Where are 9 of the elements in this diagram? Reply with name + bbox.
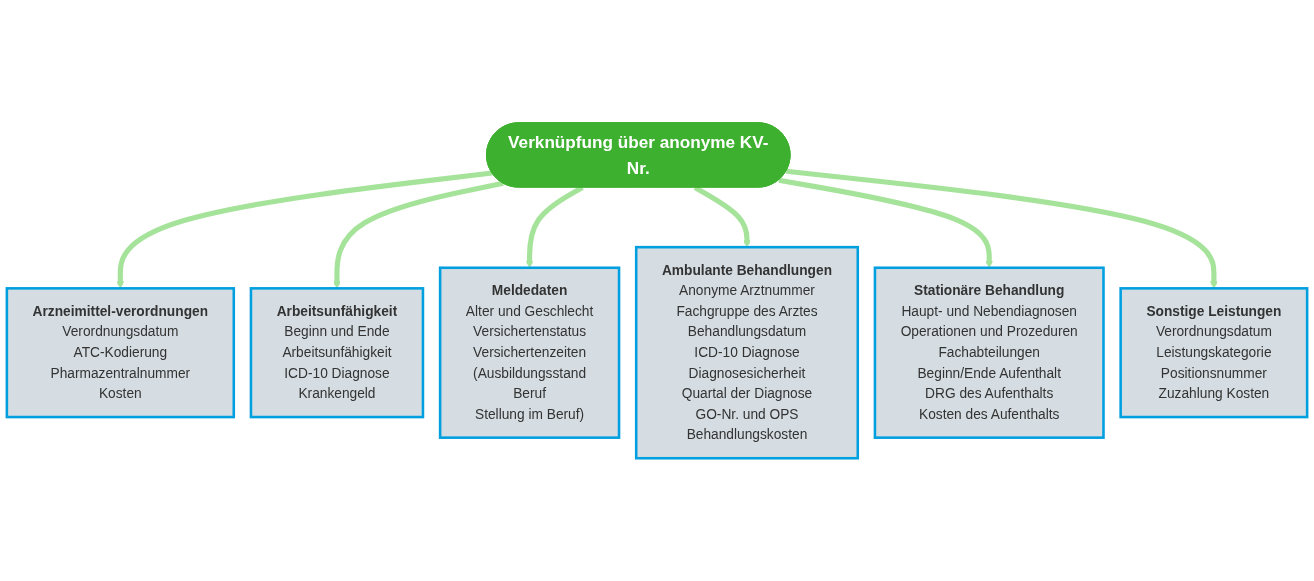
arrow bbox=[116, 170, 493, 289]
arrow bbox=[333, 180, 504, 289]
node-box: Arbeitsunfähigkeit Beginn und Ende Arbeitsunfähigkeit ICD-10 Diagnose Krankengeld bbox=[249, 287, 425, 419]
arrow bbox=[785, 168, 1218, 289]
node-box: Sonstige Leistungen Verordnungsdatum Leistungskategorie Positionsnummer Zuzahlung Kosten bbox=[1119, 287, 1309, 419]
node-box: Stationäre Behandlung Haupt- und Nebendiagnosen Operationen und Prozeduren Fachabteilungen Beginn/Ende Aufenthalt DRG des Aufenthalts Kosten des Aufenthalts bbox=[873, 266, 1105, 439]
node-box: Ambulante Behandlungen Anonyme Arztnummer Fachgruppe des Arztes Behandlungsdatum ICD-10 Diagnose Diagnosesicherheit Quartal der Diagnose GO-Nr. und OPS Behandlungskosten bbox=[634, 245, 860, 460]
node-box: Arzneimittel-verordnungen Verordnungsdatum ATC-Kodierung Pharmazentralnummer Kosten bbox=[5, 287, 236, 419]
node-box: Meldedaten Alter und Geschlecht Versichertenstatus Versichertenzeiten (Ausbildungsstand Beruf Stellung im Beruf) bbox=[438, 266, 621, 439]
